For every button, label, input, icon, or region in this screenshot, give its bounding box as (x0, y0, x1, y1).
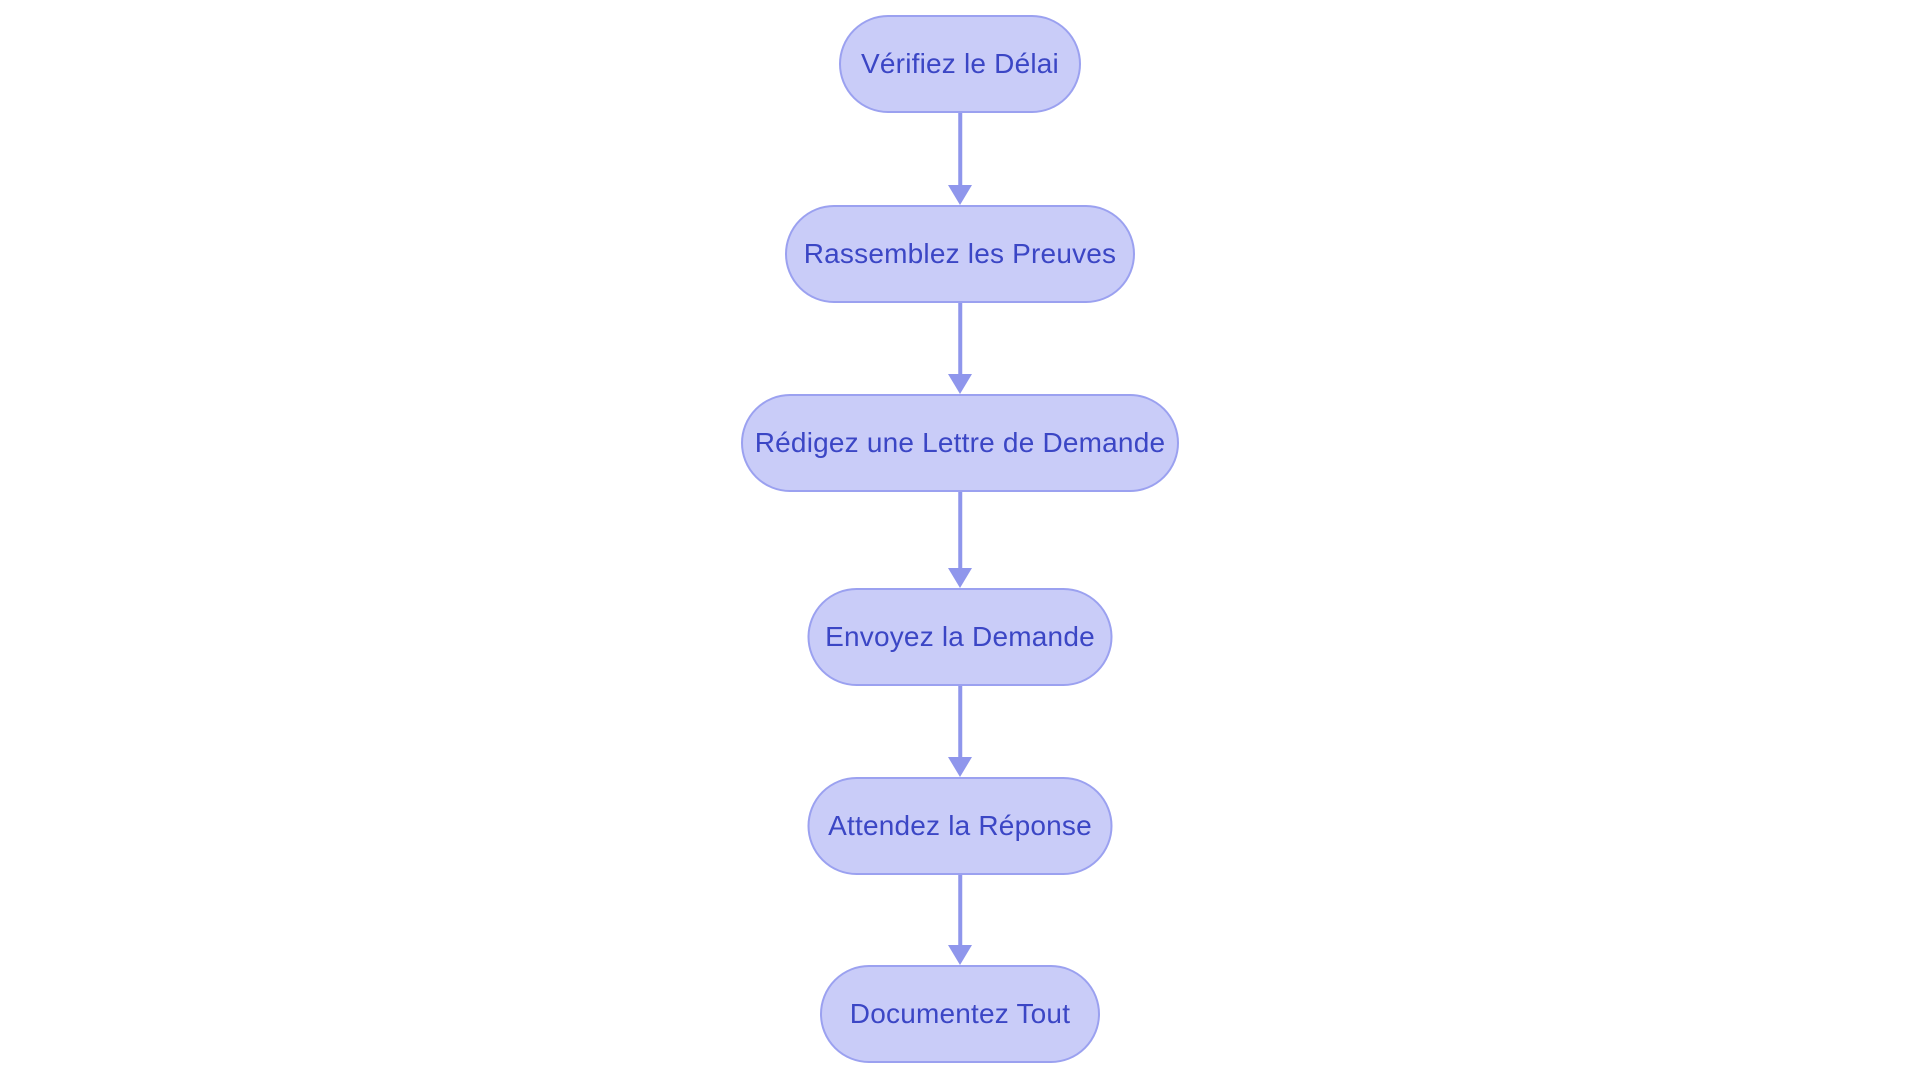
flow-node-envoyez-la-demande: Envoyez la Demande (807, 588, 1113, 686)
flow-node-documentez-tout: Documentez Tout (820, 965, 1100, 1063)
flow-arrow-3-4 (948, 492, 972, 588)
flow-node-rassemblez-les-preuves: Rassemblez les Preuves (785, 205, 1135, 303)
arrow-line (958, 113, 962, 188)
flow-arrow-4-5 (948, 686, 972, 777)
arrow-line (958, 875, 962, 948)
flow-node-label: Documentez Tout (849, 998, 1071, 1029)
flow-node-label: Rédigez une Lettre de Demande (754, 427, 1166, 458)
arrowhead-icon (948, 374, 972, 394)
flow-node-label: Rassemblez les Preuves (803, 238, 1117, 269)
flow-arrow-2-3 (948, 303, 972, 394)
flow-node-label: Envoyez la Demande (825, 621, 1095, 652)
arrowhead-icon (948, 757, 972, 777)
flow-node-attendez-la-reponse: Attendez la Réponse (807, 777, 1113, 875)
flow-node-label: Attendez la Réponse (828, 810, 1092, 841)
arrow-line (958, 303, 962, 377)
arrow-line (958, 492, 962, 571)
arrow-line (958, 686, 962, 760)
flow-node-label: Vérifiez le Délai (861, 48, 1059, 79)
arrowhead-icon (948, 568, 972, 588)
arrowhead-icon (948, 945, 972, 965)
arrowhead-icon (948, 185, 972, 205)
flow-node-redigez-une-lettre-de-demande: Rédigez une Lettre de Demande (741, 394, 1179, 492)
flow-arrow-1-2 (948, 113, 972, 205)
flow-node-verifiez-le-delai: Vérifiez le Délai (839, 15, 1081, 113)
flow-arrow-5-6 (948, 875, 972, 965)
